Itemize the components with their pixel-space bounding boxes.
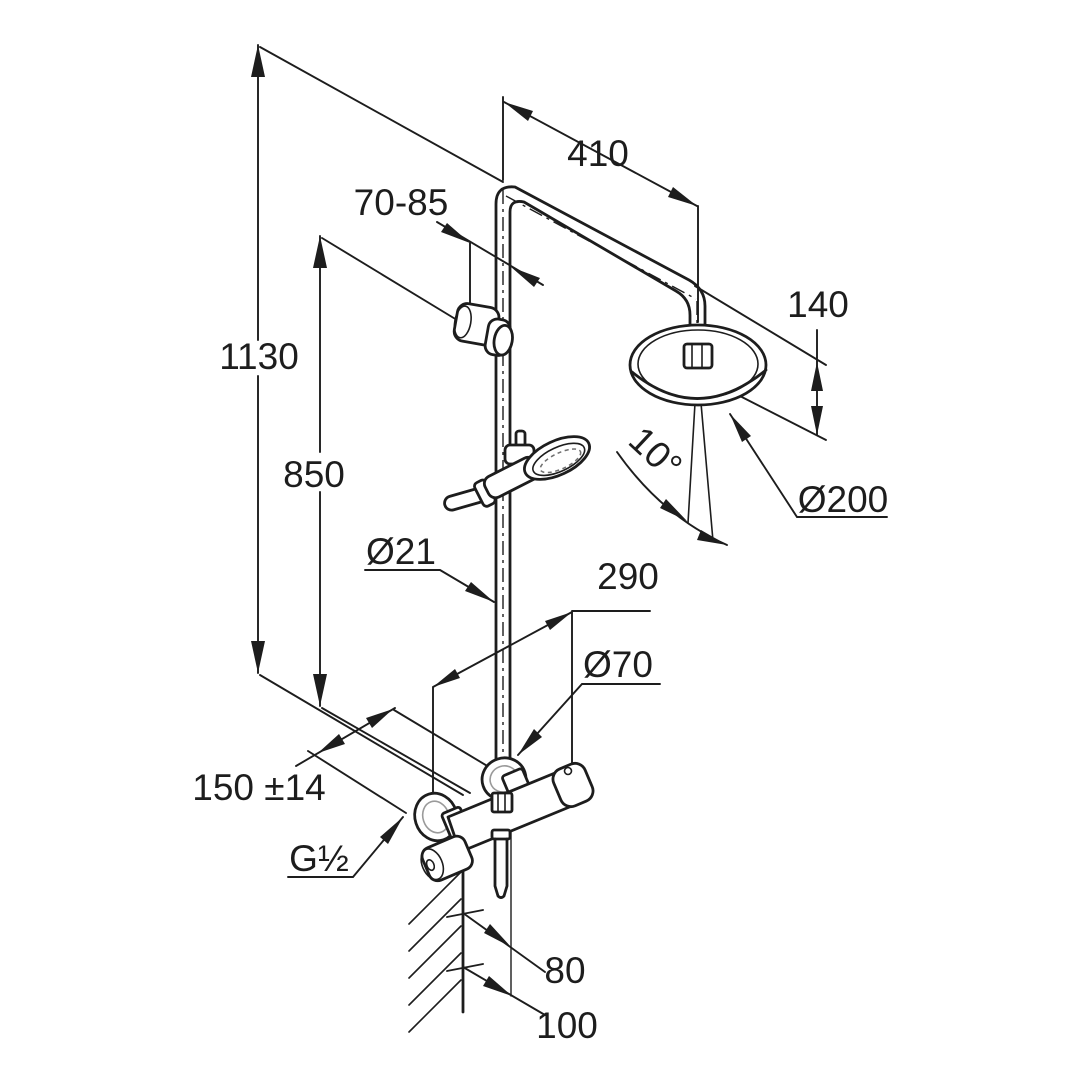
leader-line — [462, 912, 546, 1016]
dim-rail-height — [313, 235, 471, 794]
wall-bracket — [452, 302, 514, 357]
arrowhead — [504, 102, 533, 121]
dim-line — [502, 96, 699, 323]
spray-cone-line — [687, 402, 714, 542]
arrowhead — [811, 362, 823, 391]
arrowhead — [251, 45, 265, 77]
hand-shower-inner — [532, 442, 586, 477]
arrowhead — [313, 674, 327, 706]
label-head-diameter: Ø200 — [798, 479, 889, 520]
arm-nut-facets — [691, 343, 703, 369]
outlet-collar — [490, 828, 512, 841]
bracket-cap — [492, 323, 514, 357]
arrowhead — [730, 414, 751, 442]
arm-nut — [682, 342, 714, 370]
dim-pipe-diameter — [364, 569, 495, 603]
dim-line — [432, 610, 651, 796]
label-outlet-offset: 100 — [536, 1005, 598, 1046]
label-bracket-range: 70-85 — [354, 182, 449, 223]
arrowhead — [318, 734, 345, 753]
label-connection-centers: 150 ±14 — [192, 767, 325, 808]
rail-pipe-outline — [494, 185, 707, 802]
arrowhead — [483, 976, 512, 996]
bracket-face — [453, 305, 472, 339]
label-spray-angle: 10° — [621, 419, 690, 487]
label-pipe-diameter: Ø21 — [366, 531, 436, 572]
arrowhead — [545, 612, 572, 630]
label-wall-offset: 80 — [544, 950, 585, 991]
thermostat-mixer — [413, 756, 595, 899]
dimension-linework — [251, 44, 888, 1016]
spray-hole-ring — [539, 448, 582, 474]
left-handle-face — [420, 848, 445, 881]
label-thread: G½ — [289, 838, 349, 879]
arrowhead — [511, 267, 540, 287]
dim-escutcheon-diameter — [517, 683, 661, 756]
wall-hatching — [408, 871, 462, 1033]
arrowhead — [441, 223, 470, 243]
hand-shower-face — [523, 435, 591, 481]
arrowhead — [660, 499, 687, 521]
rail-fitting-facets — [497, 792, 506, 813]
label-head-drop: 140 — [787, 284, 849, 325]
dim-center-span — [432, 610, 651, 796]
arrowhead — [697, 530, 727, 545]
wall-section — [408, 866, 465, 1033]
label-total-height: 1130 — [219, 336, 299, 377]
overhead-shower — [628, 323, 768, 407]
dim-spray-angle — [616, 402, 728, 546]
dim-total-height — [251, 44, 504, 796]
arrowhead — [518, 729, 542, 755]
dim-wall-offsets — [446, 829, 546, 1016]
arrowhead — [251, 641, 265, 673]
handle-screw — [563, 766, 573, 776]
arrowhead — [313, 236, 327, 268]
shower-rail — [494, 185, 707, 802]
arrowhead — [465, 582, 494, 602]
arrowhead — [433, 669, 460, 687]
leader-line — [517, 683, 661, 756]
dim-head-diameter — [729, 413, 888, 518]
arrowhead — [668, 187, 697, 206]
label-top-width: 410 — [567, 133, 629, 174]
outlet-pipe — [493, 837, 509, 899]
arrowhead — [484, 924, 511, 947]
dim-line — [257, 44, 504, 796]
dim-thread — [287, 816, 404, 878]
dim-bracket-range — [436, 221, 544, 311]
dim-line — [319, 235, 471, 794]
head-inner-ring — [637, 329, 759, 399]
dimension-labels: 410 70-85 140 1130 850 Ø200 10° Ø21 290 … — [192, 133, 888, 1046]
label-rail-height: 850 — [283, 454, 345, 495]
arrowhead — [380, 817, 403, 844]
leader-line — [729, 413, 888, 518]
dim-head-drop — [694, 285, 827, 441]
arrowhead — [811, 406, 823, 435]
arrowhead — [366, 709, 393, 728]
label-center-span: 290 — [597, 556, 659, 597]
right-handle — [551, 761, 595, 809]
dim-connection-centers — [295, 707, 490, 814]
left-handle-hole — [425, 858, 436, 872]
dim-top-width — [502, 96, 699, 323]
hand-shower — [443, 429, 591, 512]
left-handle — [420, 834, 474, 883]
rail-fitting — [490, 791, 514, 814]
label-escutcheon-diameter: Ø70 — [583, 644, 653, 685]
